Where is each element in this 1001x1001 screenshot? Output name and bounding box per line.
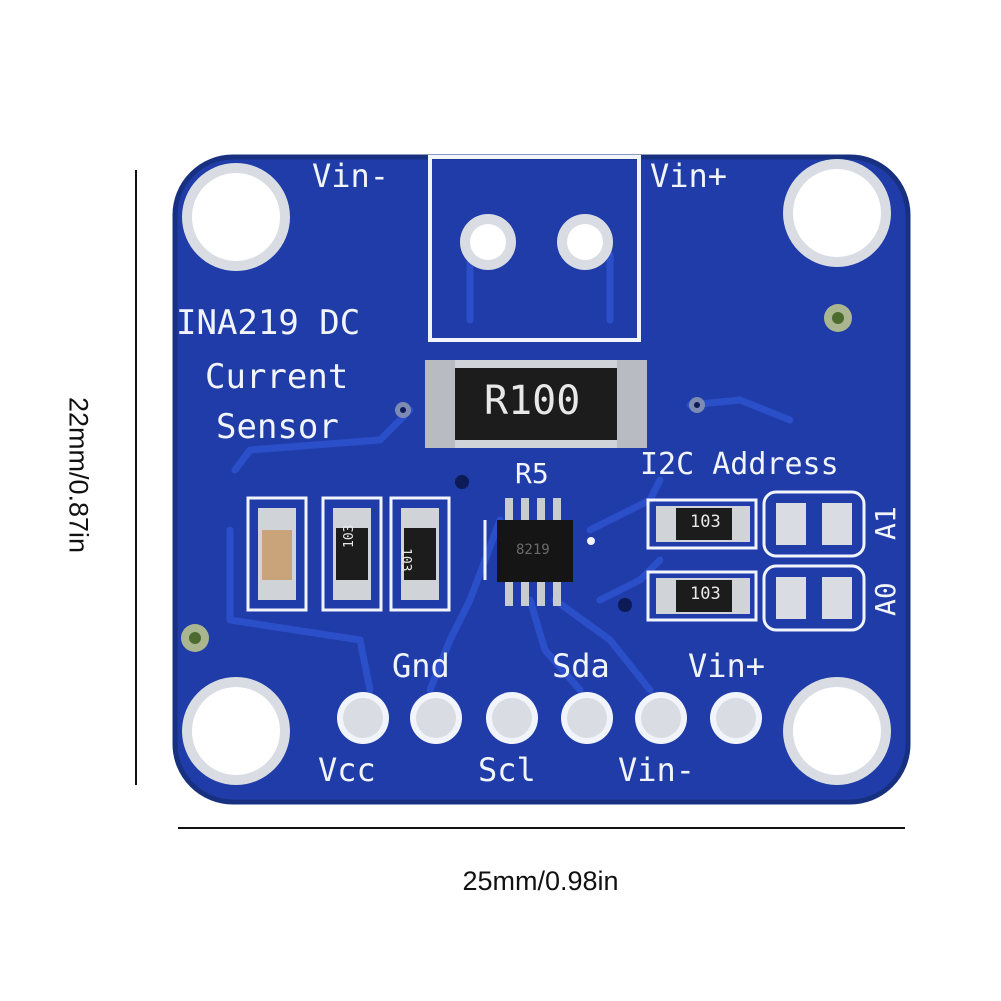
pin-label-vin-minus: Vin- [618,751,696,789]
mounting-holes [182,159,891,785]
chip-marking: 8219 [516,542,550,558]
board-title-line3: Sensor [216,407,339,447]
ina219-chip [483,498,595,606]
terminal-label-vin-minus: Vin- [312,157,390,195]
resistor-marking-2: 103 [398,548,413,572]
jumper-label-a0: A0 [869,582,902,616]
width-dimension-label: 25mm/0.98in [462,866,619,896]
resistor-marking-4: 103 [690,584,721,604]
resistor-marking-1: 103 [342,524,357,548]
header-pins [337,692,762,744]
pin-label-vcc: Vcc [318,751,376,789]
vias [181,304,852,652]
board-title-line1: INA219 DC [176,303,361,343]
board-title-line2: Current [205,357,349,397]
address-jumpers [762,490,866,632]
shunt-designator: R5 [515,457,549,490]
terminal-block-outline [428,155,641,342]
jumper-label-a1: A1 [869,506,902,540]
height-dimension-label: 22mm/0.87in [63,396,94,554]
pin-label-scl: Scl [478,751,536,789]
pin-label-gnd: Gnd [392,647,450,685]
pin-label-vin-plus: Vin+ [688,647,766,685]
terminal-label-vin-plus: Vin+ [650,157,728,195]
address-heading: I2C Address [640,447,839,482]
address-resistors [646,498,758,622]
pin-label-sda: Sda [552,647,610,685]
smd-left-group [246,496,451,612]
resistor-marking-3: 103 [690,512,721,532]
shunt-resistor-marking: R100 [484,378,581,424]
